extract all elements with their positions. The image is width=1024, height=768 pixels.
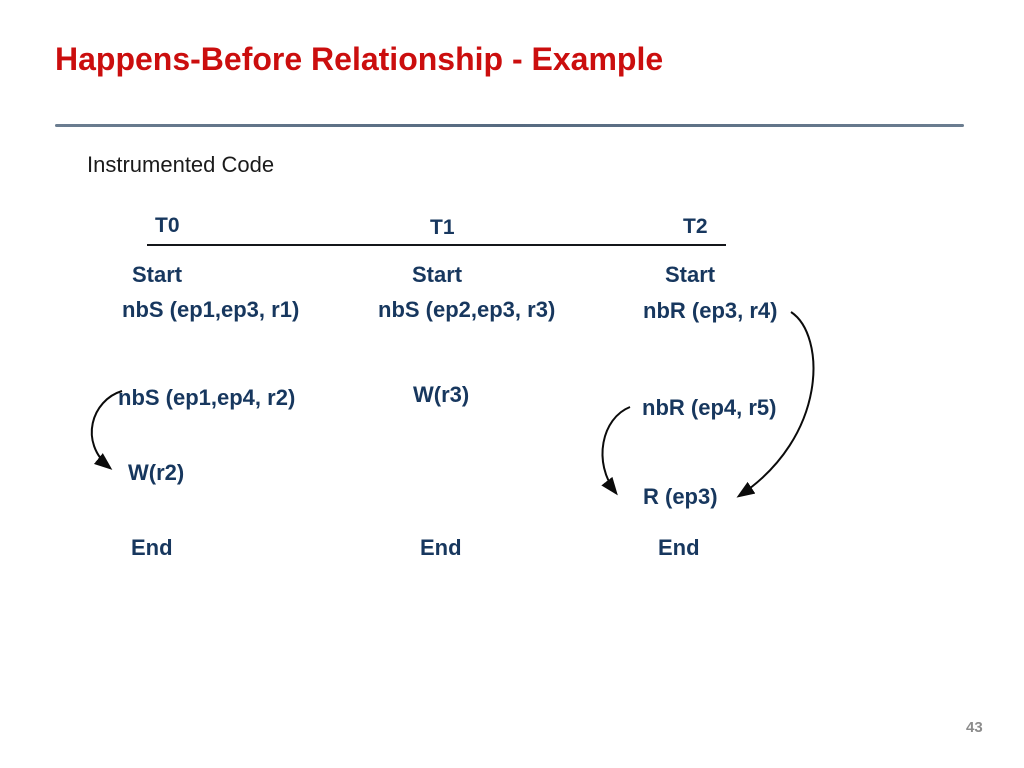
thread-header-t2: T2 bbox=[683, 215, 708, 238]
t2-event-nbr-r4: nbR (ep3, r4) bbox=[643, 298, 778, 323]
t1-event-end: End bbox=[420, 535, 462, 560]
thread-header-t0: T0 bbox=[155, 214, 180, 237]
t2-event-nbr-r5: nbR (ep4, r5) bbox=[642, 395, 777, 420]
t0-event-w-r2: W(r2) bbox=[128, 460, 185, 485]
t0-event-end: End bbox=[131, 535, 173, 560]
t2-event-r-ep3: R (ep3) bbox=[643, 484, 718, 509]
t2-event-end: End bbox=[658, 535, 700, 560]
thread-header-rule bbox=[147, 244, 726, 246]
t0-event-start: Start bbox=[132, 262, 183, 287]
page-number: 43 bbox=[966, 719, 983, 736]
thread-header-t1: T1 bbox=[430, 216, 455, 239]
t0-event-nbs-r2: nbS (ep1,ep4, r2) bbox=[118, 385, 296, 410]
t1-event-nbs-r3: nbS (ep2,ep3, r3) bbox=[378, 297, 556, 322]
t1-event-start: Start bbox=[412, 262, 463, 287]
subtitle-instrumented-code: Instrumented Code bbox=[87, 152, 275, 177]
t0-event-nbs-r1: nbS (ep1,ep3, r1) bbox=[122, 297, 300, 322]
slide-title: Happens-Before Relationship - Example bbox=[55, 41, 664, 77]
arrow-t2-nbr5-to-rep3 bbox=[601, 406, 631, 496]
title-divider-line bbox=[55, 124, 964, 127]
t1-event-w-r3: W(r3) bbox=[413, 382, 470, 407]
t2-event-start: Start bbox=[665, 262, 716, 287]
